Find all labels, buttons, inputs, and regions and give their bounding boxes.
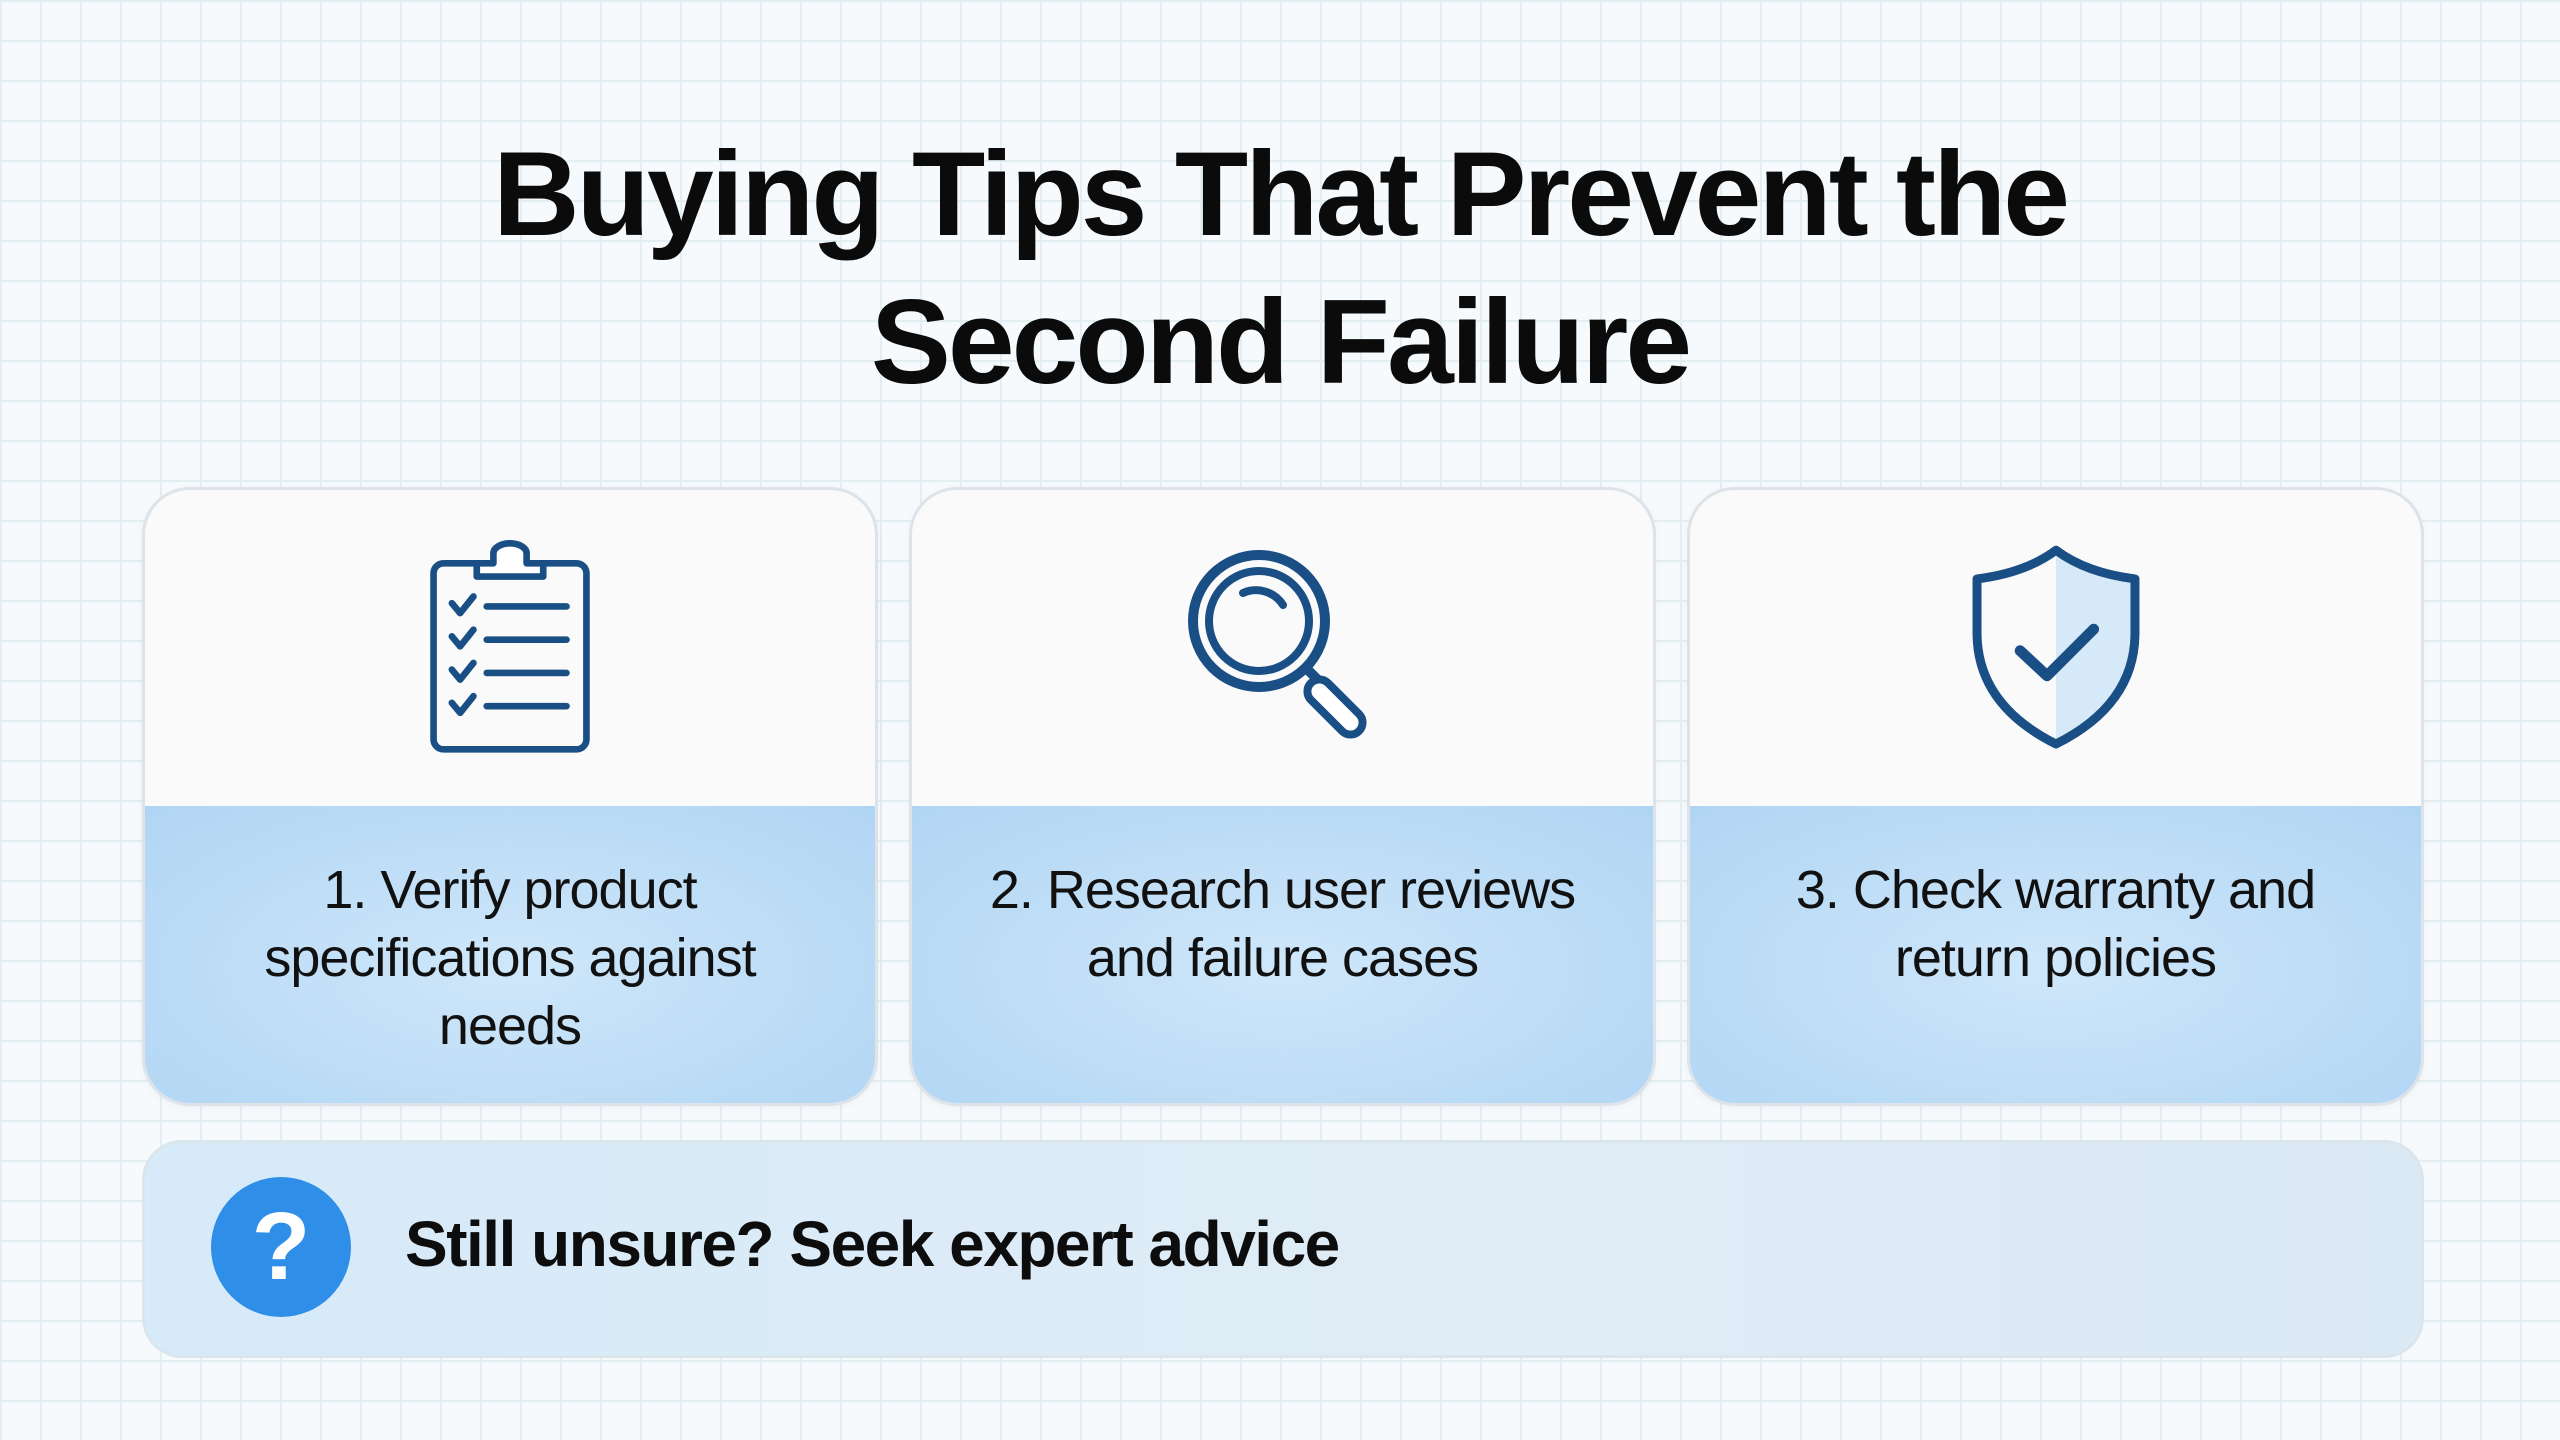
expert-advice-text: Still unsure? Seek expert advice [405,1208,1340,1280]
expert-advice-banner: ? Still unsure? Seek expert advice [142,1140,2424,1358]
tip-text-1: 1. Verify product specifications against… [264,860,756,1056]
question-icon: ? [211,1177,351,1317]
tip-text-2: 2. Research user reviews and failure cas… [989,860,1576,988]
tip-card-3: 3. Check warranty and return policies [1687,487,2424,1106]
page-title: Buying Tips That Prevent the Second Fail… [0,120,2560,416]
shield-check-icon [1972,545,2139,749]
tip-text-3: 3. Check warranty and return policies [1795,860,2316,988]
tip-card-1: 1. Verify product specifications against… [142,487,878,1106]
tip-card-2: 2. Research user reviews and failure cas… [909,487,1656,1106]
title-line-1: Buying Tips That Prevent the [492,127,2070,261]
title-line-2: Second Failure [870,275,1692,409]
magnifying-glass-icon [1187,550,1367,739]
clipboard-checklist-icon [430,540,590,753]
